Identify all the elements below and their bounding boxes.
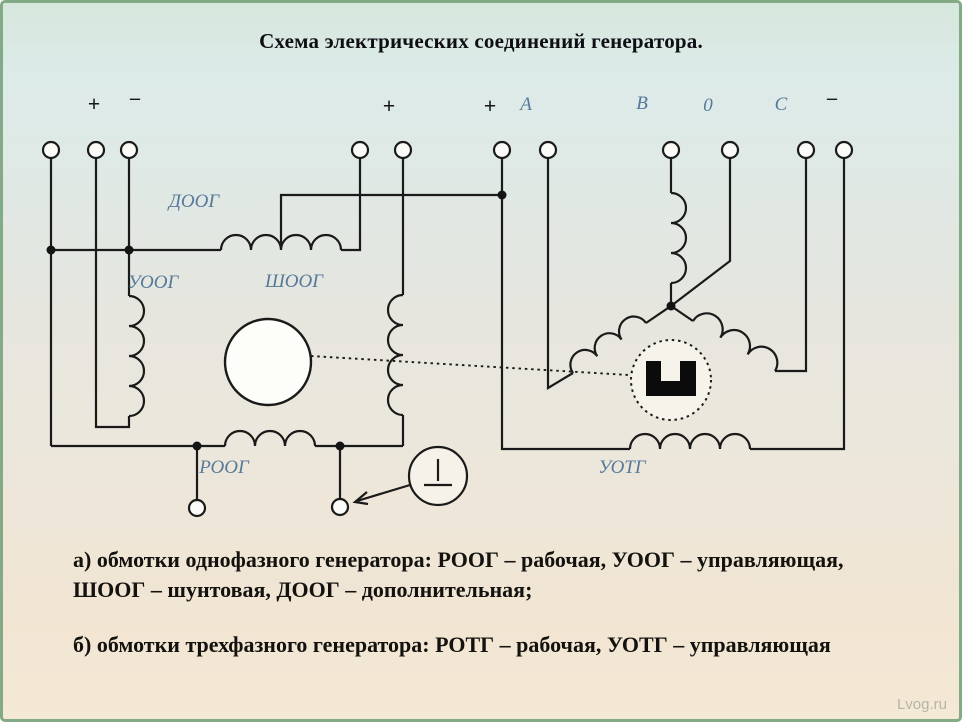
terminal-label-minus: – [826, 87, 838, 109]
winding-label-roog: РООГ [198, 457, 250, 478]
wire [279, 193, 502, 248]
coils [128, 191, 779, 450]
coil-rotg-right [692, 312, 779, 372]
instrument [352, 445, 469, 507]
terminals [41, 140, 854, 518]
wire [750, 158, 846, 451]
junction-dot [192, 441, 202, 451]
terminal [350, 140, 370, 160]
winding-label-uotg: УОТГ [598, 457, 647, 478]
caption-line-b: б) обмотки трехфазного генератора: РОТГ … [73, 632, 831, 657]
terminal [492, 140, 512, 160]
wire [500, 158, 630, 451]
wire [775, 158, 808, 373]
terminal [119, 140, 139, 160]
wire [341, 158, 362, 252]
coil-rotg-center [670, 191, 688, 285]
coil-shoog [219, 233, 343, 251]
terminal [41, 140, 61, 160]
winding-label-doog: ДООГ [167, 191, 221, 212]
terminal-labels: + – + + А В 0 С – [88, 87, 838, 118]
terminal-label-plus: + [383, 93, 396, 118]
winding-label-shoog: ШООГ [264, 271, 324, 292]
instrument-arrow [356, 483, 411, 503]
terminal [834, 140, 854, 160]
coil-rotg-left [569, 315, 647, 374]
junction-dot [46, 245, 56, 255]
wires [49, 158, 846, 500]
three-phase-rotor-circle [630, 339, 712, 421]
terminal [661, 140, 681, 160]
terminal [86, 140, 106, 160]
terminal-label-plus: + [88, 91, 101, 116]
page-title: Схема электрических соединений генератор… [259, 29, 703, 53]
watermark: Lvog.ru [896, 696, 947, 713]
terminal [720, 140, 740, 160]
arrowhead-icon [352, 491, 369, 506]
junction-dots [46, 190, 676, 451]
junction-dot [124, 245, 134, 255]
terminal-label-plus: + [484, 93, 497, 118]
circuit-diagram: + – + + А В 0 С – ДООГ УООГ ШООГ РООГ УО… [41, 87, 854, 518]
coil-uoog [128, 294, 146, 418]
junction-dot [335, 441, 345, 451]
terminal [393, 140, 413, 160]
winding-labels: ДООГ УООГ ШООГ РООГ УОТГ [128, 191, 647, 478]
wire [670, 158, 732, 307]
terminal [330, 497, 350, 517]
wire [546, 158, 574, 390]
terminal-label-minus: – [129, 87, 141, 109]
terminal-label-b: В [636, 93, 648, 114]
coil-vertical-right [386, 293, 404, 417]
shaft-dotted-line [310, 355, 630, 376]
single-phase-rotor-circle [223, 317, 313, 407]
caption-line-a1: а) обмотки однофазного генератора: РООГ … [73, 547, 844, 572]
coil-uotg [628, 432, 752, 450]
coil-roog [223, 429, 317, 447]
winding-label-uoog: УООГ [128, 272, 180, 293]
terminal-label-c: С [775, 94, 788, 115]
terminal [187, 498, 207, 518]
terminal-label-0: 0 [703, 95, 713, 116]
caption-line-a2: ШООГ – шунтовая, ДООГ – дополнительная; [73, 577, 533, 602]
perpendicular-icon [424, 459, 452, 487]
wire [94, 158, 131, 429]
junction-dot [497, 190, 507, 200]
terminal-label-a: А [518, 94, 532, 115]
junction-dot [666, 301, 676, 311]
terminal [538, 140, 558, 160]
terminal [796, 140, 816, 160]
rotor-magnet-glyph [646, 361, 696, 396]
